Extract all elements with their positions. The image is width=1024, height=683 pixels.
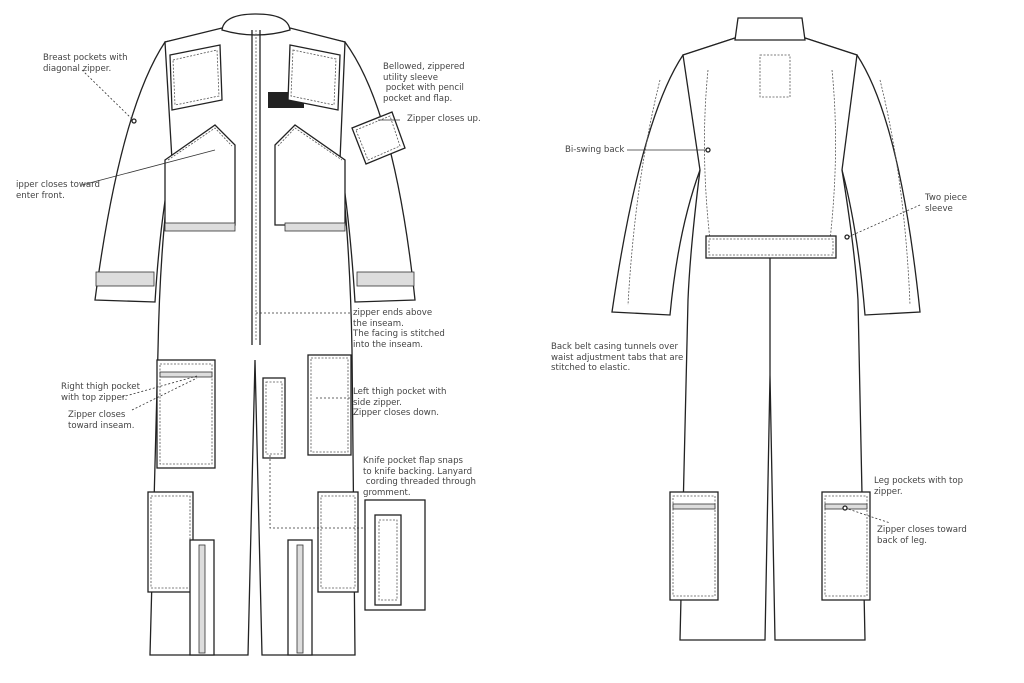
label-right-thigh-pocket: Right thigh pocket with top zipper. bbox=[61, 382, 140, 403]
right-thigh-pocket bbox=[156, 359, 216, 469]
label-back-belt: Back belt casing tunnels over waist adju… bbox=[551, 342, 684, 373]
back-body bbox=[679, 37, 866, 641]
right-cuff-tab bbox=[356, 271, 415, 287]
back-belt bbox=[705, 235, 837, 259]
label-left-thigh-pocket: Left thigh pocket with side zipper. Zipp… bbox=[353, 387, 447, 418]
knife-pocket bbox=[262, 377, 286, 459]
back-view bbox=[611, 17, 921, 641]
left-thigh-pocket bbox=[307, 354, 352, 456]
label-zipper-back-of-leg: Zipper closes toward back of leg. bbox=[877, 525, 967, 546]
back-left-leg-pocket bbox=[669, 491, 719, 601]
label-sleeve-pocket: Bellowed, zippered utility sleeve pocket… bbox=[383, 62, 465, 104]
label-two-piece-sleeve: Two piece sleeve bbox=[925, 193, 967, 214]
label-zipper-center-front: ipper closes toward enter front. bbox=[16, 180, 100, 201]
left-cuff-tab bbox=[95, 271, 155, 287]
label-zipper-toward-inseam: Zipper closes toward inseam. bbox=[68, 410, 135, 431]
front-collar bbox=[221, 13, 291, 36]
label-knife-pocket: Knife pocket flap snaps to knife backing… bbox=[363, 456, 476, 498]
label-zipper-closes-up: Zipper closes up. bbox=[407, 114, 481, 124]
label-zipper-inseam: zipper ends above the inseam. The facing… bbox=[353, 308, 445, 350]
label-bi-swing-back: Bi-swing back bbox=[565, 145, 625, 155]
sleeve-utility-pocket bbox=[351, 111, 406, 165]
back-collar bbox=[734, 17, 806, 41]
label-breast-pockets: Breast pockets with diagonal zipper. bbox=[43, 53, 128, 74]
front-view bbox=[81, 13, 426, 656]
label-leg-pockets: Leg pockets with top zipper. bbox=[874, 476, 964, 497]
